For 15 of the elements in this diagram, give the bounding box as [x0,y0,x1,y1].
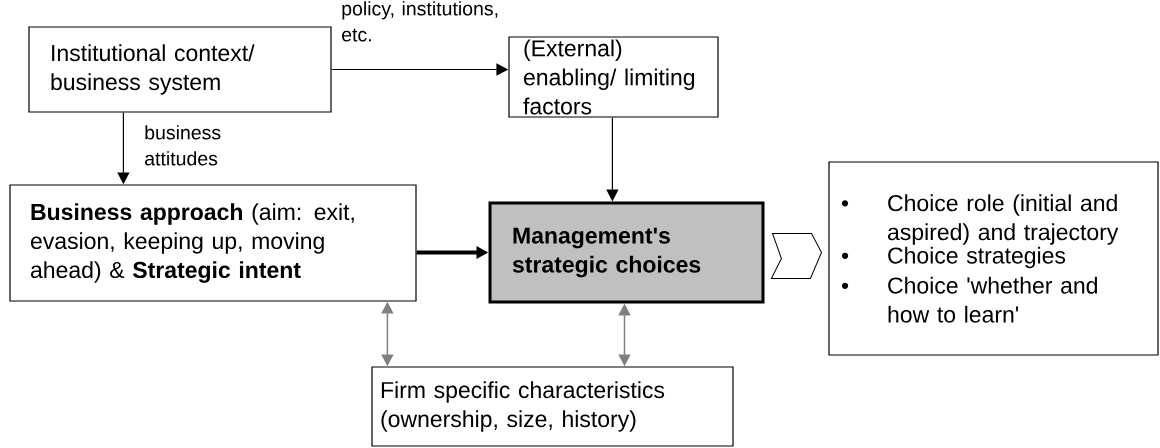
bullet: • [841,252,849,259]
context-box: Institutional context/ business system [28,26,332,113]
factors-box: (External) enabling/ limiting factors [508,36,719,118]
list-item: Choice strategies [888,246,1066,269]
edge-label: policy, institutions, etc. [342,1,498,42]
approach-box: Business approach (aim: exit, evasion, keeping up, moving ahead) & Strategic intent [9,184,417,302]
characteristics-box: Firm specific characteristics (ownership, size, history) [371,366,734,447]
choice-list-box [828,161,1159,356]
list-item: Choice 'whether and how to learn' [888,276,1097,323]
edge-label: business attitudes [145,125,221,166]
list-item: Choice role (initial and aspired) and trajectory [888,194,1119,245]
choices-box: Management's strategic choices [488,201,765,304]
bullet: • [841,282,849,289]
bullet: • [841,200,849,207]
chevron-arrow [770,233,822,279]
